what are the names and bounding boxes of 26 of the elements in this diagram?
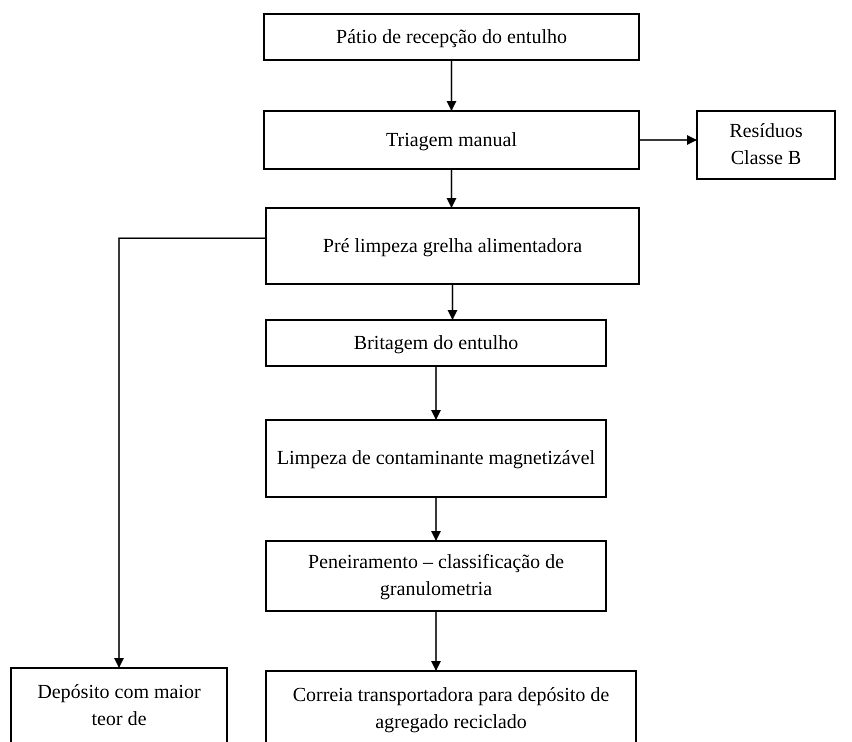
step-label: Pátio de recepção do entulho — [336, 24, 568, 50]
arrow — [431, 498, 441, 541]
arrow — [446, 61, 456, 111]
step-label: Correia transportadora para depósito de agregado reciclado — [292, 683, 610, 735]
process-box — [10, 667, 228, 742]
step-label: Peneiramento – classificação de granulometria — [307, 550, 565, 602]
process-box — [263, 13, 640, 61]
step-label: Triagem manual — [386, 128, 517, 152]
process-box — [265, 540, 607, 612]
arrow — [446, 170, 456, 208]
step-label: Britagem do entulho — [354, 330, 518, 356]
arrow — [640, 135, 697, 145]
process-box — [265, 419, 607, 498]
arrow — [431, 367, 441, 420]
arrow — [431, 612, 441, 671]
arrow — [114, 237, 265, 668]
process-box — [265, 319, 607, 367]
step-label: Pré limpeza grelha alimentadora — [322, 234, 582, 258]
arrow — [448, 285, 458, 320]
step-label: Depósito com maior teor de — [36, 680, 202, 732]
process-box — [696, 110, 836, 180]
process-box — [263, 110, 640, 170]
step-label: Limpeza de contaminante magnetizável — [276, 446, 596, 471]
process-box — [265, 670, 637, 742]
process-box — [265, 207, 640, 285]
step-label: Resíduos Classe B — [728, 119, 804, 171]
